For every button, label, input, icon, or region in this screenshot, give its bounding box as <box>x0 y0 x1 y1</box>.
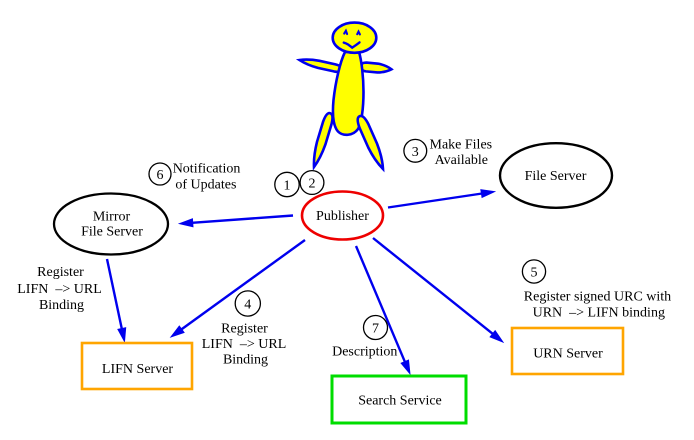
svg-text:of Updates: of Updates <box>175 177 236 192</box>
svg-text:LIFN Server: LIFN Server <box>102 362 173 377</box>
svg-text:File Server: File Server <box>525 169 587 184</box>
svg-text:LIFN –> URL: LIFN –> URL <box>17 282 102 297</box>
svg-text:6: 6 <box>157 168 164 183</box>
svg-text:Search Service: Search Service <box>358 394 442 409</box>
svg-text:Register: Register <box>37 265 84 280</box>
svg-text:1: 1 <box>284 179 291 194</box>
svg-text:Notification: Notification <box>173 162 241 177</box>
svg-text:URN –> LIFN binding: URN –> LIFN binding <box>533 306 665 321</box>
svg-text:Binding: Binding <box>223 353 268 368</box>
svg-text:Mirror: Mirror <box>93 210 131 225</box>
svg-text:7: 7 <box>372 322 379 337</box>
svg-text:Register: Register <box>221 322 268 337</box>
svg-text:Binding: Binding <box>39 298 84 313</box>
svg-text:Make Files: Make Files <box>430 137 493 152</box>
svg-text:Register signed URC with: Register signed URC with <box>524 290 671 305</box>
svg-text:File Server: File Server <box>81 225 143 240</box>
svg-text:2: 2 <box>309 177 316 192</box>
svg-text:Description: Description <box>332 345 397 360</box>
svg-text:Publisher: Publisher <box>316 209 369 224</box>
svg-text:Available: Available <box>435 153 488 168</box>
svg-text:3: 3 <box>412 145 419 160</box>
svg-text:URN Server: URN Server <box>533 347 603 362</box>
svg-text:LIFN –> URL: LIFN –> URL <box>202 337 287 352</box>
svg-text:5: 5 <box>531 266 538 281</box>
svg-text:4: 4 <box>244 298 251 313</box>
